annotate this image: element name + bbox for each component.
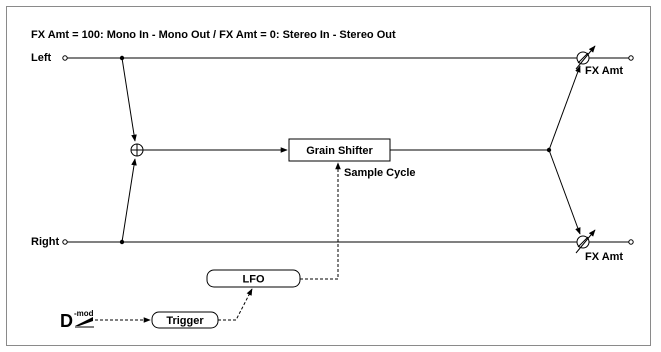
dmod-superscript: -mod xyxy=(74,309,94,318)
shifter-to-left-out-arrow xyxy=(548,65,581,151)
sum-mixer-icon xyxy=(130,143,144,157)
shifter-to-right-out-arrow xyxy=(548,149,581,235)
left-input-terminal xyxy=(62,55,68,61)
grain-shifter-label: Grain Shifter xyxy=(306,145,373,157)
right-input-terminal xyxy=(62,239,68,245)
lfo-to-sample-cycle-arrow xyxy=(300,162,341,280)
dmod-ramp-icon xyxy=(75,317,94,328)
left-input-label: Left xyxy=(31,52,52,64)
lfo-label: LFO xyxy=(243,274,265,286)
right-to-mixer-arrow xyxy=(121,158,137,243)
right-output-terminal xyxy=(628,239,634,245)
trigger-label: Trigger xyxy=(166,315,204,327)
diagram-title: FX Amt = 100: Mono In - Mono Out / FX Am… xyxy=(31,29,396,41)
right-input-label: Right xyxy=(31,236,59,248)
sample-cycle-label: Sample Cycle xyxy=(344,167,416,179)
diagram-frame xyxy=(6,6,651,346)
fx-amt-top-knob-icon xyxy=(575,45,596,70)
left-to-mixer-arrow xyxy=(121,57,137,142)
fx-amt-top-label: FX Amt xyxy=(585,65,623,77)
left-output-terminal xyxy=(628,55,634,61)
trigger-to-lfo-arrow xyxy=(218,288,253,321)
dmod-letter: D xyxy=(60,311,73,331)
fx-amt-bottom-knob-icon xyxy=(575,229,596,254)
fx-amt-bottom-label: FX Amt xyxy=(585,251,623,263)
